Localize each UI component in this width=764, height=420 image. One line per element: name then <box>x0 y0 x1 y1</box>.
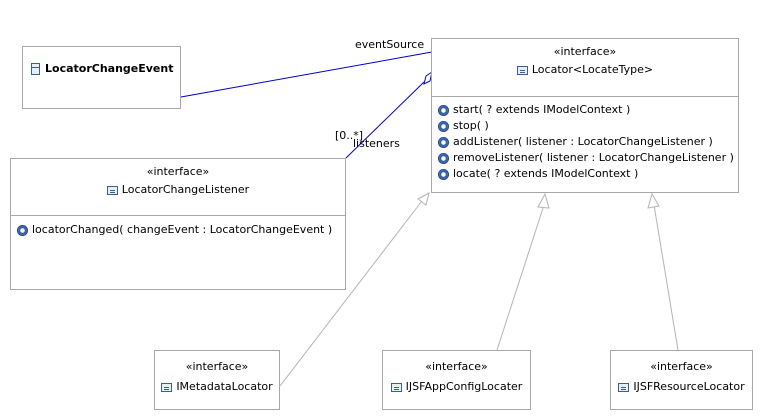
method-icon <box>438 104 449 116</box>
class-icon <box>31 62 40 75</box>
event-source-label: eventSource <box>355 38 425 51</box>
association-event-source[interactable] <box>180 51 433 98</box>
compartment-divider <box>11 215 345 216</box>
generalization-arrowhead <box>537 192 550 209</box>
operation-item[interactable]: addListener( listener : LocatorChangeLis… <box>438 134 734 150</box>
stereotype-label: «interface» <box>425 360 488 373</box>
multiplicity-label: [0..*] <box>335 129 364 142</box>
operation-item[interactable]: removeListener( listener : LocatorChange… <box>438 150 734 166</box>
stereotype-label: «interface» <box>185 360 249 373</box>
generalization-arrowhead <box>417 192 430 206</box>
stereotype-label: «interface» <box>553 45 617 58</box>
generalization-resource[interactable] <box>653 204 679 351</box>
interface-locator-change-listener[interactable]: «interface» LocatorChangeListener locato… <box>10 158 346 290</box>
method-icon <box>17 224 28 236</box>
interface-locator[interactable]: «interface» Locator<LocateType> start( ?… <box>431 38 739 193</box>
method-icon <box>438 152 449 164</box>
aggregation-diamond <box>423 70 433 85</box>
class-name: LocatorChangeEvent <box>45 62 174 75</box>
operation-signature: start( ? extends IModelContext ) <box>453 103 631 116</box>
interface-icon <box>516 65 528 75</box>
class-locator-change-event[interactable]: LocatorChangeEvent <box>22 46 181 109</box>
operation-item[interactable]: stop( ) <box>438 118 734 134</box>
operation-signature: locatorChanged( changeEvent : LocatorCha… <box>32 223 333 236</box>
listeners-label: listeners <box>353 137 400 150</box>
interface-icon <box>390 382 402 392</box>
method-icon <box>438 120 449 132</box>
operation-item[interactable]: start( ? extends IModelContext ) <box>438 102 734 118</box>
stereotype-label: «interface» <box>650 360 713 373</box>
interface-icon <box>106 185 118 195</box>
operation-signature: stop( ) <box>453 119 489 132</box>
generalization-arrowhead <box>647 192 660 209</box>
generalization-imetadata[interactable] <box>279 196 426 387</box>
interface-name: LocatorChangeListener <box>121 183 250 196</box>
generalization-appconfig[interactable] <box>496 204 545 351</box>
compartment-divider <box>432 96 738 97</box>
interface-icon <box>618 382 630 392</box>
interface-name: IJSFResourceLocator <box>633 380 745 393</box>
interface-name: IMetadataLocator <box>176 380 273 393</box>
association-listeners[interactable] <box>345 81 425 159</box>
interface-name: IJSFAppConfigLocater <box>405 380 523 393</box>
operation-signature: addListener( listener : LocatorChangeLis… <box>453 135 713 148</box>
operations-list: locatorChanged( changeEvent : LocatorCha… <box>17 222 332 238</box>
operation-item[interactable]: locate( ? extends IModelContext ) <box>438 166 734 182</box>
interface-ijsf-resource-locator[interactable]: «interface» IJSFResourceLocator <box>610 350 753 410</box>
operation-item[interactable]: locatorChanged( changeEvent : LocatorCha… <box>17 222 332 238</box>
operations-list: start( ? extends IModelContext ) stop( )… <box>438 102 734 182</box>
operation-signature: locate( ? extends IModelContext ) <box>453 167 639 180</box>
interface-icon <box>161 382 173 392</box>
method-icon <box>438 136 449 148</box>
interface-imetadata-locator[interactable]: «interface» IMetadataLocator <box>154 350 280 410</box>
operation-signature: removeListener( listener : LocatorChange… <box>453 151 734 164</box>
stereotype-label: «interface» <box>146 165 210 178</box>
interface-ijsf-appconfig-locater[interactable]: «interface» IJSFAppConfigLocater <box>382 350 531 410</box>
interface-name: Locator<LocateType> <box>531 63 654 76</box>
method-icon <box>438 168 449 180</box>
